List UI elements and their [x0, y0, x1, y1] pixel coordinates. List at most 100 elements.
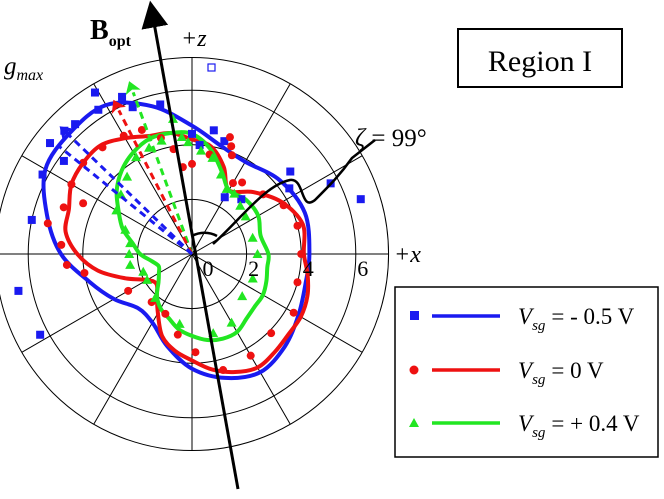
gmax-arrowhead [111, 99, 126, 115]
circle-marker [289, 308, 298, 317]
square-marker [38, 170, 47, 179]
legend-var-2: V [518, 358, 535, 383]
curve-vsg-minus-0p5 [41, 100, 312, 381]
triangle-marker [131, 152, 142, 162]
triangle-marker [221, 183, 232, 193]
triangle-marker [240, 211, 251, 221]
circle-marker [225, 133, 234, 142]
square-marker [220, 137, 229, 146]
triangle-marker [142, 274, 153, 284]
circle-marker [191, 348, 200, 357]
triangle-marker [226, 317, 237, 327]
triangle-marker [183, 137, 194, 147]
triangle-marker [156, 135, 167, 145]
gmax-arrow [131, 91, 194, 255]
triangle-marker [207, 152, 218, 162]
legend-circle-marker [409, 365, 419, 375]
triangle-marker [237, 291, 248, 301]
legend-entry-2: Vsg = 0 V [409, 358, 604, 388]
square-marker [90, 88, 99, 97]
circle-marker [279, 201, 288, 210]
horizontal-axis-label: +x [394, 242, 421, 268]
triangle-marker [174, 318, 185, 328]
circle-marker [57, 240, 66, 249]
square-marker [59, 156, 68, 165]
triangle-marker [235, 200, 246, 210]
legend-text-2: = 0 V [551, 358, 604, 383]
square-marker [156, 100, 165, 109]
triangle-marker [125, 259, 136, 269]
grid-spoke [93, 83, 193, 255]
grid-spoke [191, 253, 363, 353]
circle-marker [238, 178, 247, 187]
legend-text-1: = - 0.5 V [551, 304, 634, 329]
data-markers [14, 88, 365, 375]
legend-label-2: Vsg = 0 V [518, 358, 604, 388]
grid-spoke [191, 83, 291, 255]
circle-marker [79, 199, 88, 208]
triangle-marker [150, 292, 161, 302]
circle-marker [219, 366, 228, 375]
legend-entry-3: Vsg= + 0.4 V [409, 411, 640, 441]
gmax-arrow [117, 109, 194, 255]
triangle-marker [115, 189, 126, 199]
zeta-symbol: ζ [355, 125, 367, 152]
gmax-arrowhead [125, 81, 141, 96]
zeta-label: ζ = 99° [355, 125, 427, 152]
legend-var-3: V [518, 411, 535, 436]
square-marker [237, 195, 246, 204]
legend-var-1: V [518, 304, 535, 329]
vertical-axis-label: +z [181, 26, 207, 52]
radial-tick-label: 0 [203, 256, 214, 281]
circle-marker [228, 179, 237, 188]
triangle-marker [122, 171, 133, 181]
zeta-pointer [212, 139, 376, 245]
triangle-marker [252, 249, 263, 258]
legend-triangle-marker [409, 418, 419, 427]
grid-spoke [93, 253, 193, 425]
legend-sub-3: sg [532, 425, 546, 441]
square-marker [209, 126, 218, 135]
b-field-main: B [90, 15, 109, 46]
b-field-sub: opt [109, 33, 132, 50]
gmax-sub: max [17, 67, 44, 84]
circle-marker [119, 131, 128, 140]
curve-vsg-0 [63, 130, 311, 375]
b-field-arrow [141, 0, 240, 490]
square-marker [46, 139, 55, 148]
triangle-marker [176, 132, 187, 142]
square-marker [188, 129, 196, 138]
grid-spoke [21, 155, 193, 255]
grid-spoke [21, 253, 193, 353]
circle-marker [293, 221, 302, 230]
circle-marker [79, 158, 88, 167]
square-marker [71, 120, 80, 129]
circle-marker [124, 286, 133, 295]
square-marker [14, 286, 23, 295]
circle-marker [62, 260, 71, 269]
zeta-text: = 99° [365, 125, 427, 152]
circle-marker [137, 125, 146, 134]
gmax-arrowhead [59, 126, 74, 141]
circle-marker [267, 329, 276, 338]
square-marker [27, 215, 36, 224]
circle-marker [246, 351, 255, 360]
circle-marker [173, 330, 182, 339]
legend-sub-2: sg [532, 372, 546, 388]
region-box [457, 28, 623, 88]
triangle-marker [196, 145, 207, 155]
circle-marker [297, 250, 306, 258]
region-label: Region I [488, 45, 592, 78]
circle-marker [67, 180, 76, 189]
square-marker [118, 92, 127, 101]
square-marker [286, 167, 295, 176]
gmax-arrows [57, 81, 194, 256]
circle-marker [80, 268, 89, 277]
triangle-marker [229, 188, 240, 198]
circle-marker [98, 143, 107, 152]
grid-spoke [191, 253, 291, 425]
triangle-marker [124, 249, 135, 258]
circle-marker [188, 159, 196, 168]
